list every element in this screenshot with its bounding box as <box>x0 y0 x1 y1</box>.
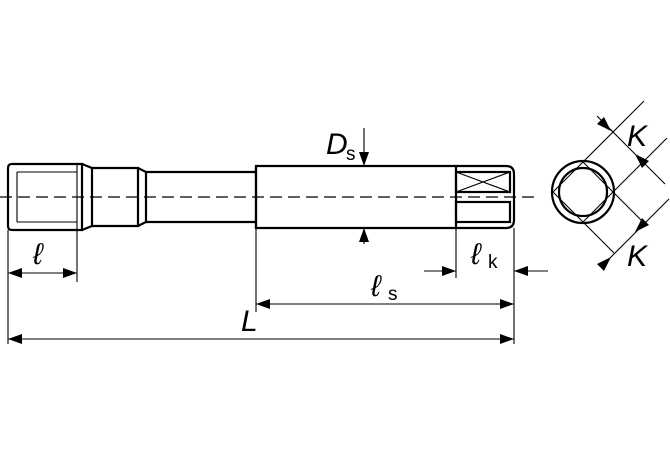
ds-dimension: D s <box>326 128 369 244</box>
square-length-dimension: ℓ k <box>424 228 548 344</box>
shank-length-dimension: ℓ s <box>255 228 514 312</box>
thread-length-dimension: ℓ <box>7 230 78 282</box>
square-length-subscript: k <box>488 252 498 273</box>
ds-label: D <box>326 128 348 161</box>
overall-length-label: L <box>241 305 258 338</box>
overall-length-dimension: L <box>7 282 514 344</box>
shank-length-label: ℓ <box>370 270 382 303</box>
end-view-inner-circle <box>557 166 609 218</box>
thread-length-label: ℓ <box>32 238 44 271</box>
ds-subscript: s <box>346 144 356 165</box>
end-view-square <box>552 161 614 223</box>
end-view-outer-circle <box>550 159 616 225</box>
k-top-dimension: K <box>582 100 668 193</box>
square-drive <box>454 166 512 228</box>
k-bottom-label: K <box>627 240 649 273</box>
shank-length-subscript: s <box>388 284 398 305</box>
k-bottom-dimension: K <box>582 191 670 273</box>
square-length-label: ℓ <box>470 238 482 271</box>
relieved-shank <box>146 170 256 224</box>
tool-side-view <box>0 162 540 232</box>
k-top-label: K <box>627 120 649 153</box>
end-view <box>550 159 616 225</box>
